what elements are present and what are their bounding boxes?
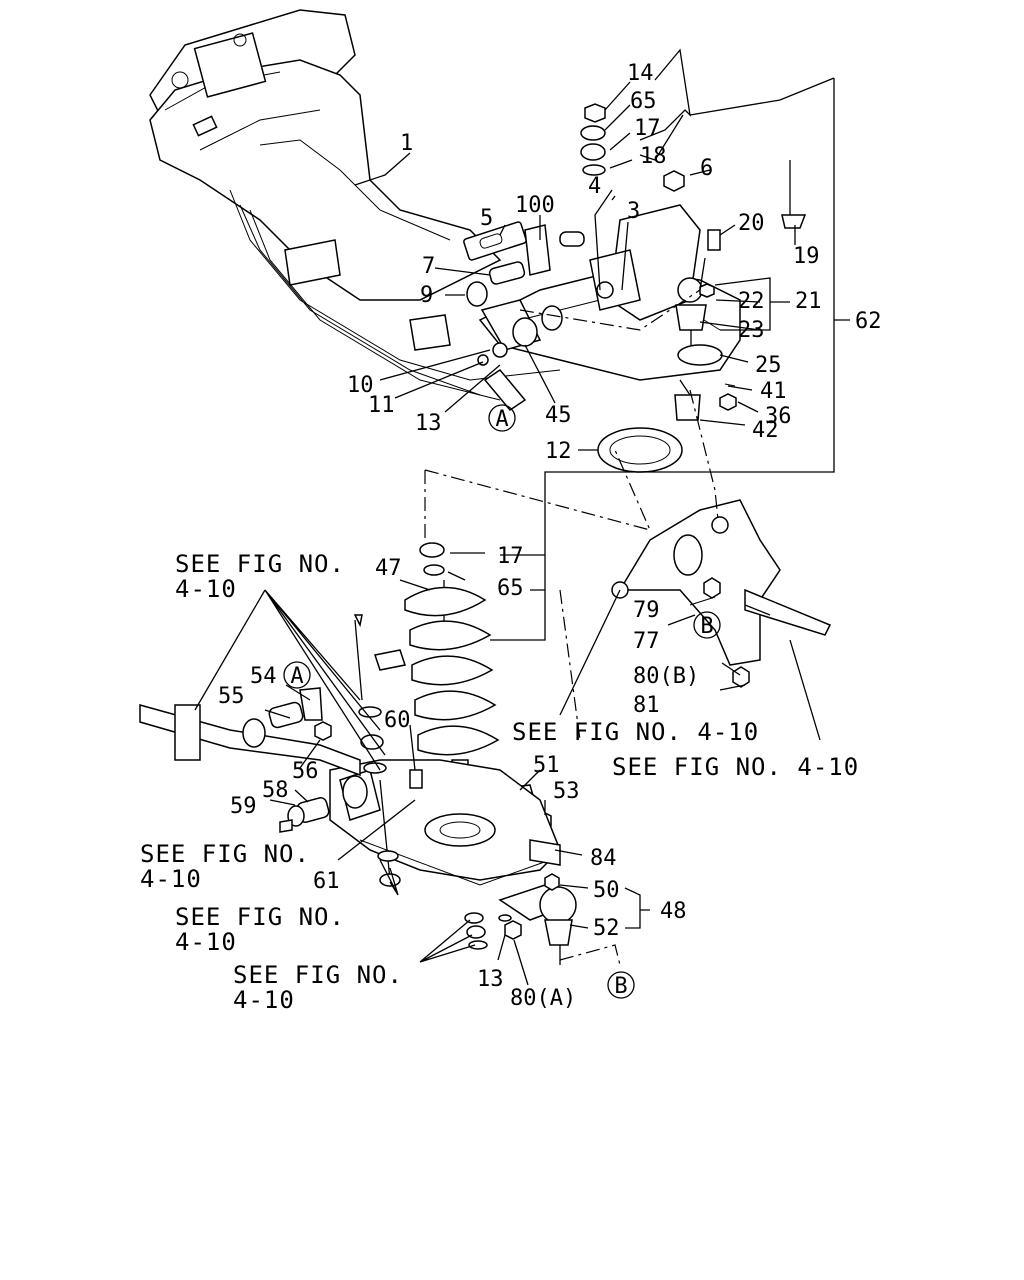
see-fig-note-1-line1: SEE FIG NO. [175,550,345,578]
callout-36: 36 [765,404,792,429]
callout-19: 19 [793,244,820,269]
steering-knuckle [611,499,832,688]
callout-80b: 80(B) [633,664,699,689]
callout-84: 84 [590,846,617,871]
upper-arm-hardware [463,103,807,473]
leader-lines [194,48,850,986]
callout-48: 48 [660,899,687,924]
callout-50: 50 [593,878,620,903]
reference-markers: A A B B [283,404,721,999]
lower-control-arm [329,759,561,886]
callout-labels: 1 14 65 17 18 6 4 100 3 5 20 19 7 9 22 2… [218,61,882,1011]
see-fig-note-6-line1: SEE FIG NO. [233,961,403,989]
callout-51: 51 [533,753,560,778]
callout-55: 55 [218,684,245,709]
callout-4: 4 [588,174,601,199]
callout-13-bottom: 13 [477,967,504,992]
marker-b-knuckle: B [693,611,721,639]
callout-60: 60 [384,708,411,733]
callout-77: 77 [633,629,660,654]
callout-80a: 80(A) [510,986,576,1011]
callout-56: 56 [292,759,319,784]
callout-23: 23 [738,318,765,343]
callout-79: 79 [633,598,660,623]
callout-3: 3 [627,199,640,224]
callout-12: 12 [545,439,572,464]
callout-21: 21 [795,289,822,314]
callout-42: 42 [752,418,779,443]
callout-100: 100 [515,193,555,218]
see-figure-notes: SEE FIG NO. 4-10 SEE FIG NO. 4-10 SEE FI… [140,550,859,1014]
svg-text:A: A [290,664,303,689]
callout-11: 11 [368,393,395,418]
callout-52: 52 [593,916,620,941]
callout-14: 14 [627,61,654,86]
callout-5: 5 [480,206,493,231]
callout-20: 20 [738,211,765,236]
svg-text:B: B [614,974,627,999]
callout-59: 59 [230,794,257,819]
see-fig-note-6-line2: 4-10 [233,986,295,1014]
callout-17-mid: 17 [497,544,524,569]
callout-10: 10 [347,373,374,398]
callout-45: 45 [545,403,572,428]
callout-17-top: 17 [634,116,661,141]
callout-7: 7 [422,254,435,279]
callout-41: 41 [760,379,787,404]
callout-58: 58 [262,778,289,803]
callout-65-top: 65 [630,89,657,114]
marker-a-left: A [283,661,311,689]
callout-62: 62 [855,309,882,334]
see-fig-note-5-line1: SEE FIG NO. [175,903,345,931]
see-fig-note-4-line1: SEE FIG NO. [140,840,310,868]
callout-53: 53 [553,779,580,804]
see-fig-note-5-line2: 4-10 [175,928,237,956]
marker-b-bottom: B [607,971,635,999]
crossmember-frame [149,9,561,401]
callout-9: 9 [420,283,433,308]
lower-ball-joint [498,873,577,965]
see-fig-note-1-line2: 4-10 [175,575,237,603]
callout-6: 6 [700,156,713,181]
callout-13-top: 13 [415,411,442,436]
callout-47: 47 [375,556,402,581]
callout-25: 25 [755,353,782,378]
callout-65-mid: 65 [497,576,524,601]
callout-61: 61 [313,869,340,894]
see-fig-note-4-line2: 4-10 [140,865,202,893]
callout-18: 18 [640,144,667,169]
svg-text:A: A [495,407,508,432]
callout-81: 81 [633,693,660,718]
callout-1: 1 [400,131,413,156]
see-fig-note-3: SEE FIG NO. 4-10 [612,753,859,781]
stabilizer-bar [139,614,488,950]
callout-54: 54 [250,664,277,689]
callout-22: 22 [738,289,765,314]
marker-a-top: A [488,404,516,432]
svg-text:B: B [700,614,713,639]
see-fig-note-2: SEE FIG NO. 4-10 [512,718,759,746]
